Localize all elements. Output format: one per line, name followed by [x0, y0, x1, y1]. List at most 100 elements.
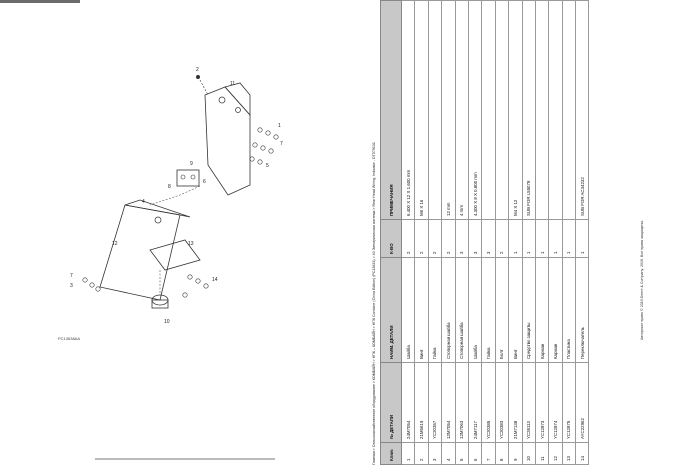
table-cell: 7	[481, 442, 496, 465]
table-cell: Средство защиты	[522, 257, 536, 363]
table-cell: Винт	[414, 257, 429, 363]
col-key: Ключ	[380, 442, 402, 465]
footer-rule	[95, 458, 275, 460]
table-cell: 12 mm	[441, 0, 456, 220]
callout-1: 1	[278, 123, 281, 129]
table-cell: Кармaн	[535, 257, 549, 363]
table-cell: 1	[562, 219, 576, 258]
table-cell: 3	[455, 219, 469, 258]
table-cell: 1	[401, 442, 415, 465]
table-cell: 4 mm	[455, 0, 469, 220]
callout-2: 2	[196, 67, 199, 73]
figure-code: PC13638AA	[58, 336, 81, 341]
table-cell: 12M7054	[441, 362, 456, 443]
callout-13: 13	[188, 241, 194, 247]
callout-6: 6	[203, 179, 206, 185]
table-cell: 2	[414, 442, 429, 465]
table-cell: 6.400 X 12 X 1.600 mm	[401, 0, 415, 220]
table-cell: 12	[548, 442, 563, 465]
table-cell: SUB FOR L55078	[522, 0, 536, 220]
table-cell: Стопорная шайба	[441, 257, 456, 363]
table-cell: Шайба	[401, 257, 415, 363]
table-cell	[562, 0, 576, 220]
table-cell: 2	[401, 219, 415, 258]
table-cell: Пластина	[562, 257, 576, 363]
callout-3: 3	[70, 283, 73, 289]
table-cell: YC12874	[548, 362, 563, 443]
table-cell: 3	[468, 219, 482, 258]
table-cell: 2	[414, 219, 429, 258]
table-cell: Шайба	[468, 257, 482, 363]
col-part-number: № ДЕТАЛИ	[380, 362, 402, 443]
table-cell: 4.300 X 8 X 0.800 mm	[468, 0, 482, 220]
copyright-text: Авторское право © 2019 Deere & Company. …	[640, 219, 644, 340]
table-cell: YC12873	[535, 362, 549, 443]
table-cell	[548, 0, 563, 220]
table-cell: 1	[575, 219, 589, 258]
table-cell: AYC22962	[575, 362, 589, 443]
table-cell	[495, 0, 509, 220]
breadcrumb: Главная > Сельскохозяйственное оборудова…	[372, 142, 376, 465]
table-cell: 21M7138	[508, 362, 523, 443]
table-cell	[481, 0, 496, 220]
callout-5: 5	[266, 163, 269, 169]
table-cell: 3	[481, 219, 496, 258]
table-header-row: Ключ № ДЕТАЛИ НАИМ. ДЕТАЛИ К-ВО ПРИМЕЧАН…	[380, 0, 402, 465]
table-cell: 21M5619	[414, 362, 429, 443]
table-cell: M4 X 12	[508, 0, 523, 220]
table-cell: 6	[468, 442, 482, 465]
col-qty: К-ВО	[380, 219, 402, 258]
table-cell: 2	[441, 219, 456, 258]
table-cell: YC20357	[428, 362, 442, 443]
table-cell: 24M7054	[401, 362, 415, 443]
table-cell: 14	[575, 442, 589, 465]
callout-11: 11	[230, 81, 235, 87]
table-cell: 1	[548, 219, 563, 258]
callout-10: 10	[164, 319, 170, 325]
exploded-parts-diagram: 2 11 1 7 5 9 8 6 4 12 13 7 3 14 10	[70, 67, 283, 325]
callout-8: 8	[168, 184, 171, 190]
callout-4: 4	[142, 199, 145, 205]
table-cell: Болт	[495, 257, 509, 363]
table-cell: Кармaн	[548, 257, 563, 363]
table-cell: 10	[522, 442, 536, 465]
table-cell: 1	[535, 219, 549, 258]
col-notes: ПРИМЕЧАНИЯ	[380, 0, 402, 220]
table-cell: Гайка	[428, 257, 442, 363]
table-cell: YC12875	[562, 362, 576, 443]
table-cell: 11	[535, 442, 549, 465]
parts-table: Ключ № ДЕТАЛИ НАИМ. ДЕТАЛИ К-ВО ПРИМЕЧАН…	[380, 0, 589, 465]
table-cell: YC20385	[481, 362, 496, 443]
table-cell	[535, 0, 549, 220]
table-cell: 3	[428, 442, 442, 465]
table-cell: Винт	[508, 257, 523, 363]
table-cell: SUB FOR AC34232	[575, 0, 589, 220]
table-cell: 8	[495, 442, 509, 465]
table-cell: 24M7117	[468, 362, 482, 443]
callout-7: 7	[280, 141, 283, 147]
table-cell: 2	[428, 219, 442, 258]
table-cell: M6 X 16	[414, 0, 429, 220]
table-cell: 13	[562, 442, 576, 465]
table-cell	[428, 0, 442, 220]
copyright-note: Авторское право © 2019 Deere & Company. …	[640, 140, 652, 340]
callout-9: 9	[190, 161, 193, 167]
table-cell: Гайка	[481, 257, 496, 363]
table-cell: 1	[508, 219, 523, 258]
table-cell: Стопорная шайба	[455, 257, 469, 363]
table-cell: Переключатель	[575, 257, 589, 363]
col-part-name: НАИМ. ДЕТАЛИ	[380, 257, 402, 363]
